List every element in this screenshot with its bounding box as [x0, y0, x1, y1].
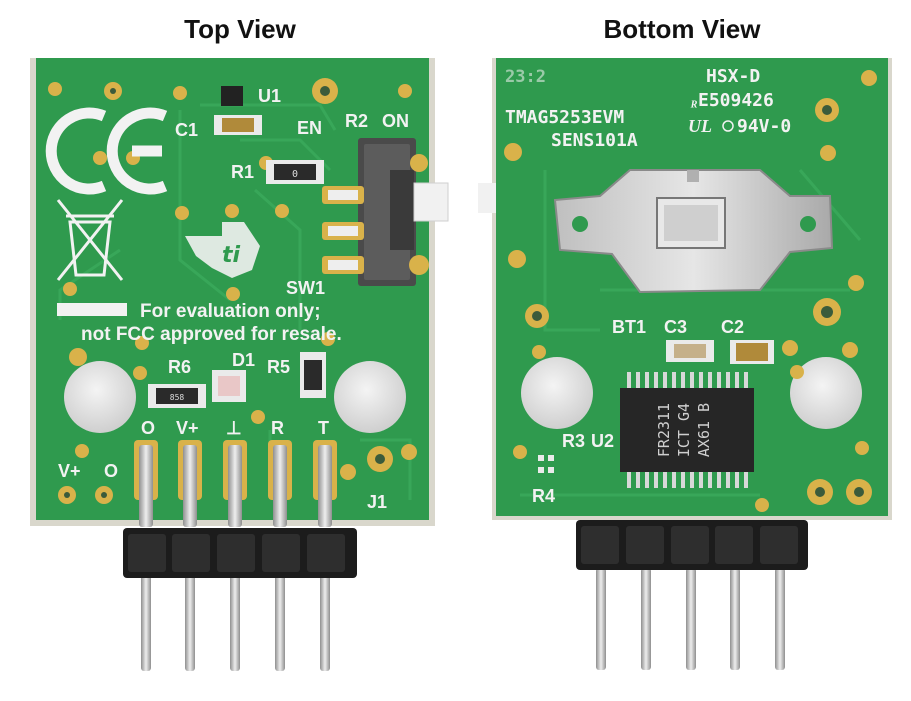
- r6-marking: 858: [170, 393, 185, 402]
- top-mount-hole-left: [64, 361, 136, 433]
- u2-chip: FR2311 ICT G4 AX61 B: [620, 372, 754, 488]
- pin-label-vplus: V+: [176, 418, 199, 438]
- notice-line-2: not FCC approved for resale.: [81, 324, 342, 345]
- label-c1: C1: [175, 120, 198, 140]
- bottom-mount-hole-right: [790, 357, 862, 429]
- label-bt1: BT1: [612, 317, 646, 337]
- top-board: 0 858 ti U1 C1: [30, 58, 449, 671]
- label-r3: R3: [562, 431, 585, 451]
- ul-file-number: E509426: [698, 90, 774, 111]
- u2-marking-3: AX61 B: [695, 403, 713, 457]
- pin-label-t: T: [318, 418, 329, 438]
- pin-label-gnd: ⊥: [226, 418, 242, 438]
- label-sw1: SW1: [286, 278, 325, 298]
- bt1-battery-holder: [553, 169, 834, 294]
- bottom-board: FR2311 ICT G4 AX61 B ᴿ UL 23:2 HSX-D E50…: [478, 58, 892, 670]
- label-on: ON: [382, 111, 409, 131]
- label-r1: R1: [231, 162, 254, 182]
- bottom-header-pins: [596, 568, 785, 670]
- label-r6: R6: [168, 357, 191, 377]
- label-c2: C2: [721, 317, 744, 337]
- label-c3: C3: [664, 317, 687, 337]
- label-d1: D1: [232, 350, 255, 370]
- ul-recognized-icon: ᴿ UL: [688, 97, 734, 136]
- side-label-vplus: V+: [58, 461, 81, 481]
- top-view-title: Top View: [184, 14, 296, 44]
- ce-mark: [45, 107, 168, 195]
- u2-marking-2: ICT G4: [675, 403, 693, 457]
- top-header-pins: [141, 575, 330, 671]
- label-r4: R4: [532, 486, 555, 506]
- pin-label-r: R: [271, 418, 284, 438]
- label-j1: J1: [367, 492, 387, 512]
- svg-text:UL: UL: [688, 116, 712, 136]
- notice-line-1: For evaluation only;: [140, 301, 321, 322]
- top-vias: [48, 78, 429, 504]
- label-r5: R5: [267, 357, 290, 377]
- batch-code: 23:2: [505, 67, 546, 87]
- bottom-view-title: Bottom View: [603, 14, 761, 44]
- label-u1: U1: [258, 86, 281, 106]
- svg-text:ᴿ: ᴿ: [690, 97, 698, 116]
- svg-text:ti: ti: [222, 243, 241, 268]
- label-u2: U2: [591, 431, 614, 451]
- flammability-rating: 94V-0: [737, 116, 791, 137]
- pin-label-o: O: [141, 418, 155, 438]
- manufacturer-code: HSX-D: [706, 66, 760, 87]
- r1-marking: 0: [292, 169, 298, 180]
- part-number: SENS101A: [551, 130, 638, 151]
- u2-marking-1: FR2311: [655, 403, 673, 457]
- u1-chip: [221, 86, 243, 106]
- weee-bin-icon: [56, 199, 124, 281]
- j1-pads: [134, 440, 337, 527]
- ti-logo-icon: ti: [185, 222, 260, 278]
- top-mount-hole-right: [334, 361, 406, 433]
- side-label-o: O: [104, 461, 118, 481]
- label-en: EN: [297, 118, 322, 138]
- bottom-mount-hole-left: [521, 357, 593, 429]
- board-name: TMAG5253EVM: [505, 107, 624, 128]
- label-r2: R2: [345, 111, 368, 131]
- sw1-slide-switch: [322, 138, 449, 286]
